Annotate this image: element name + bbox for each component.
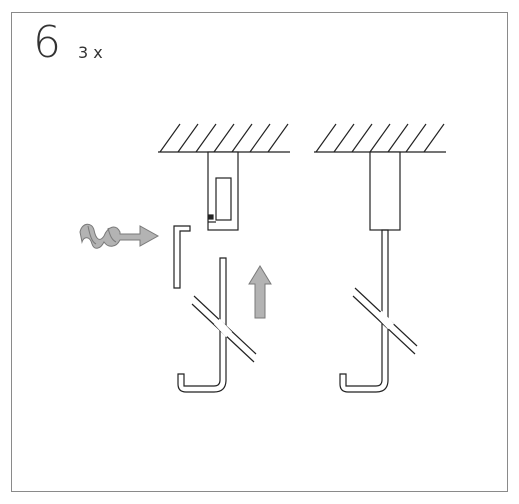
right-hook-rod xyxy=(339,229,389,393)
right-assembly xyxy=(314,123,446,393)
left-assembly xyxy=(79,123,290,393)
right-ceiling xyxy=(314,123,446,153)
allen-key-icon xyxy=(173,225,191,289)
step-number: 6 xyxy=(33,17,61,68)
left-ceiling-fitting xyxy=(207,151,239,231)
instruction-panel xyxy=(11,12,508,492)
rotate-screw-arrow-icon xyxy=(79,223,160,249)
left-ceiling xyxy=(158,123,290,153)
left-hook-rod xyxy=(177,257,227,393)
right-ceiling-fitting xyxy=(369,151,401,231)
quantity-label: 3 x xyxy=(78,43,103,62)
push-up-arrow-icon xyxy=(248,265,272,319)
